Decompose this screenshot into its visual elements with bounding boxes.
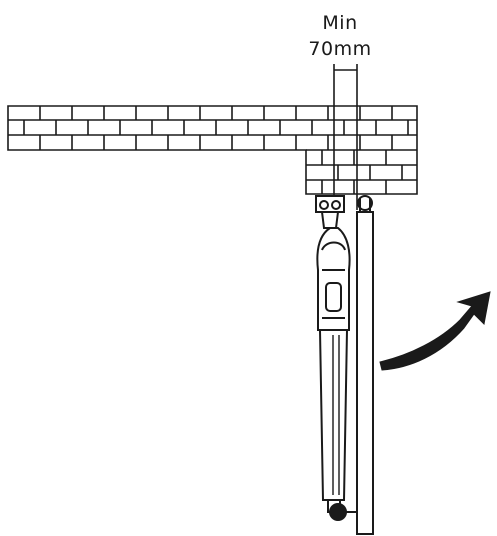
hinge-pin	[357, 195, 373, 211]
gate-opener-actuator	[316, 227, 357, 521]
brick-row-1	[39, 106, 393, 120]
curved-arrow-icon	[379, 291, 491, 371]
rear-bracket	[315, 195, 345, 229]
bracket-arm	[320, 211, 340, 229]
gate-post	[356, 211, 374, 535]
wall-outline	[7, 105, 418, 195]
gate-hinge	[357, 195, 373, 212]
dimension-label-min: Min	[322, 12, 357, 34]
dimension-label: Min 70mm	[308, 12, 371, 60]
brick-wall-icon	[7, 105, 418, 195]
brick-row-6	[321, 180, 387, 194]
opening-direction-arrow	[379, 291, 491, 371]
brick-row-4	[321, 150, 387, 165]
brick-row-3	[39, 135, 393, 150]
brick-row-2	[23, 120, 409, 135]
gate-leaf	[356, 211, 374, 535]
brick-row-5	[337, 165, 403, 180]
dimension-lines-overlay	[333, 106, 358, 194]
dimension-label-value: 70mm	[308, 38, 371, 60]
motor-cover	[325, 282, 342, 312]
